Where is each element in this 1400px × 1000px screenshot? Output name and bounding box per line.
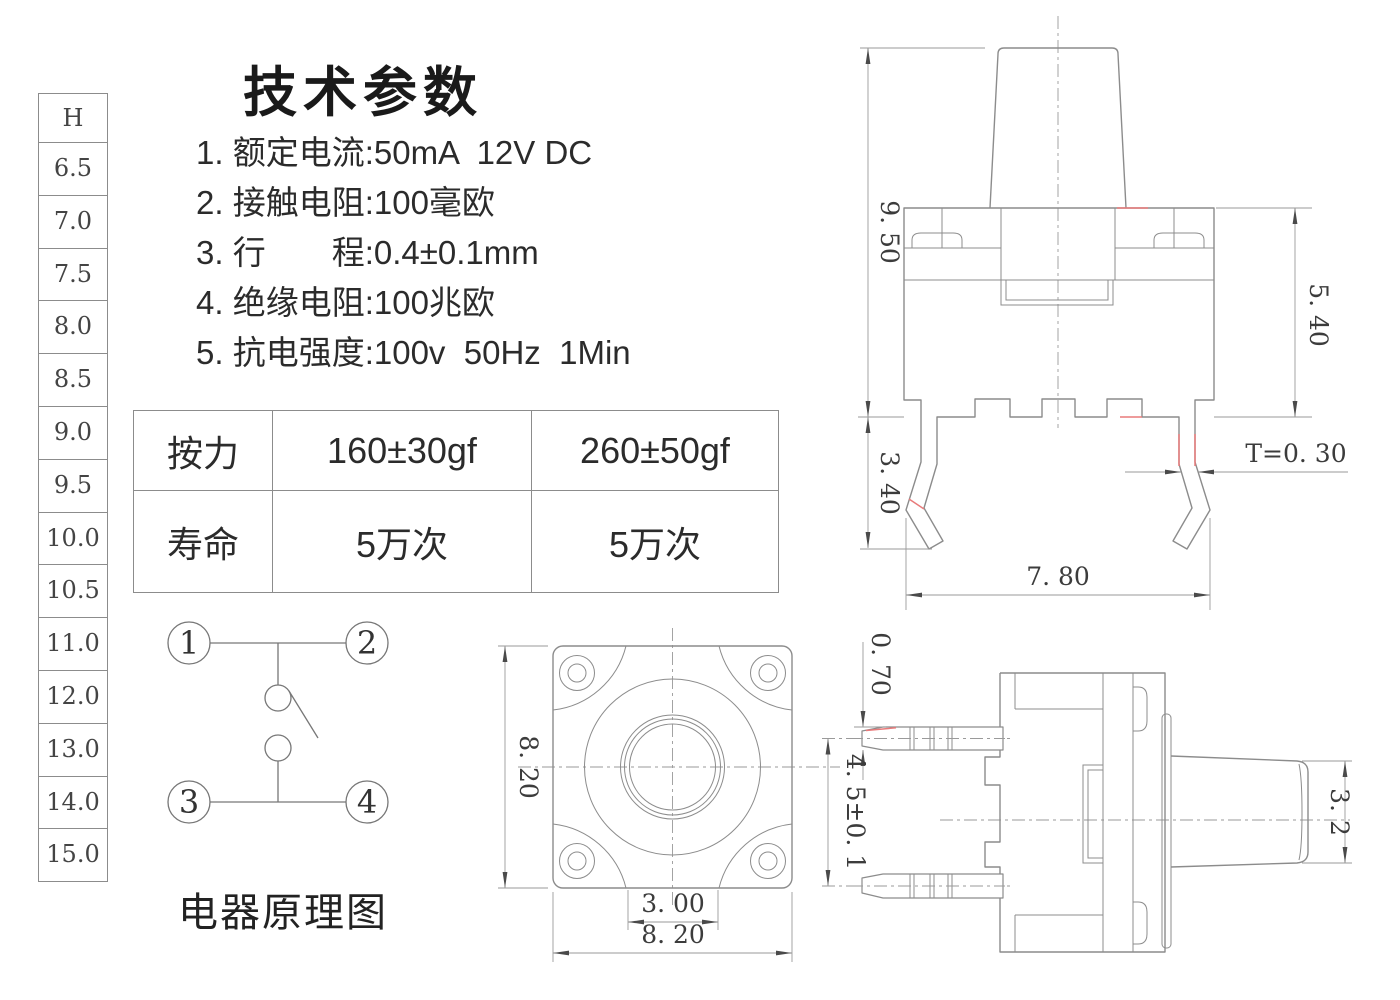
side-red-mark xyxy=(865,727,897,732)
life-label: 寿命 xyxy=(134,491,273,593)
side-body-outline xyxy=(984,672,1166,953)
top-view-drawing: 8. 20 3. 00 8. 20 xyxy=(498,628,840,962)
side-dimensions: 0. 70 4. 5±0. 1 3. 2 xyxy=(825,632,1354,886)
height-table-cell: 11.0 xyxy=(39,617,107,670)
spec-item: 1. 额定电流:50mA 12V DC xyxy=(196,134,593,171)
height-table-cell: 15.0 xyxy=(39,828,107,881)
force-life-table: 按力 160±30gf 260±50gf 寿命 5万次 5万次 xyxy=(133,410,779,593)
dim-stem-height: 3. 2 xyxy=(1325,788,1354,836)
terminal-2: 2 xyxy=(345,621,389,665)
height-table-cell: 10.0 xyxy=(39,511,107,565)
dim-leg-length: 3. 40 xyxy=(875,451,904,515)
force-value-2: 260±50gf xyxy=(532,411,779,491)
height-table-cell: 7.5 xyxy=(39,247,107,301)
top-body-outline xyxy=(552,645,793,889)
spec-item: 2. 接触电阻:100毫欧 xyxy=(196,184,495,221)
side-button-stem xyxy=(1170,755,1309,868)
height-table-cell: 9.5 xyxy=(39,458,107,512)
side-body-detail xyxy=(1014,673,1172,952)
top-corner-holes xyxy=(559,655,786,879)
dim-top-bottom: 8. 20 xyxy=(641,920,705,949)
terminal-1: 1 xyxy=(167,621,211,665)
height-table-cell: 9.0 xyxy=(39,405,107,459)
force-value-1: 160±30gf xyxy=(273,411,532,491)
life-value-2: 5万次 xyxy=(532,491,779,593)
dim-pin-pitch: 4. 5±0. 1 xyxy=(841,754,870,870)
height-table-cell: 13.0 xyxy=(39,722,107,776)
spec-item: 4. 绝缘电阻:100兆欧 xyxy=(196,284,495,321)
front-dimensions: 9. 50 5. 40 3. 40 7. 80 T=0. 30 xyxy=(858,47,1348,610)
dim-lead-thickness: T=0. 30 xyxy=(1245,439,1346,468)
height-table-cell: 8.5 xyxy=(39,353,107,406)
dim-lead-span: 7. 80 xyxy=(1026,562,1090,591)
dim-total-height: 9. 50 xyxy=(875,200,904,264)
side-pins xyxy=(822,726,1012,899)
spec-item: 5. 抗电强度:100v 50Hz 1Min xyxy=(196,334,631,371)
schematic-contacts xyxy=(264,684,292,762)
front-view-drawing: 9. 50 5. 40 3. 40 7. 80 T=0. 30 xyxy=(858,16,1348,610)
height-table-cell: 7.0 xyxy=(39,194,107,248)
dim-body-height: 5. 40 xyxy=(1304,283,1333,347)
top-dimensions: 8. 20 3. 00 8. 20 xyxy=(498,645,793,962)
svg-text:4: 4 xyxy=(357,783,377,821)
spec-list: 1. 额定电流:50mA 12V DC 2. 接触电阻:100毫欧 3. 行 程:0… xyxy=(196,128,631,378)
side-view-drawing: 0. 70 4. 5±0. 1 3. 2 xyxy=(822,632,1354,953)
dim-pin-thickness: 0. 70 xyxy=(866,632,895,696)
front-body-detail xyxy=(904,208,1214,306)
life-value-1: 5万次 xyxy=(273,491,532,593)
schematic-caption: 电器原理图 xyxy=(178,890,388,936)
schematic-wires xyxy=(210,642,346,803)
height-table-cell: 8.0 xyxy=(39,300,107,353)
spec-item: 3. 行 程:0.4±0.1mm xyxy=(196,234,539,271)
dim-top-side: 8. 20 xyxy=(514,735,543,799)
height-table-cell: 10.5 xyxy=(39,564,107,617)
height-table-cell: 12.0 xyxy=(39,669,107,723)
svg-text:1: 1 xyxy=(179,624,199,662)
top-corner-arcs xyxy=(552,645,793,889)
height-table-cell: 6.5 xyxy=(39,142,107,195)
side-button-tip-arc xyxy=(1298,763,1303,861)
height-table-header: H xyxy=(62,104,84,132)
svg-text:2: 2 xyxy=(357,624,377,662)
front-body-outline xyxy=(903,207,1215,550)
page-title: 技术参数 xyxy=(243,63,483,123)
front-red-marks xyxy=(908,207,1196,510)
top-button-circles xyxy=(584,678,761,856)
front-button-stem xyxy=(989,47,1127,209)
height-table-cell: 14.0 xyxy=(39,775,107,829)
terminal-3: 3 xyxy=(167,780,211,824)
svg-text:3: 3 xyxy=(179,783,199,821)
circuit-schematic: 1 2 3 4 xyxy=(167,621,389,824)
dim-top-stem: 3. 00 xyxy=(641,889,705,918)
terminal-4: 4 xyxy=(345,780,389,824)
force-label: 按力 xyxy=(134,411,273,491)
